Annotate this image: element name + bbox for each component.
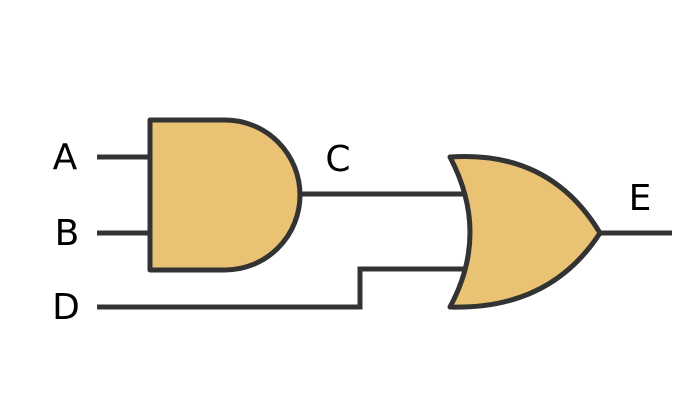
label-e: E bbox=[629, 178, 652, 219]
and-gate bbox=[147, 117, 303, 273]
or-gate bbox=[447, 153, 603, 310]
label-d: D bbox=[52, 287, 80, 328]
wire-input-d bbox=[97, 266, 472, 310]
label-b: B bbox=[55, 213, 80, 254]
label-c: C bbox=[325, 139, 350, 180]
label-a: A bbox=[53, 137, 78, 178]
